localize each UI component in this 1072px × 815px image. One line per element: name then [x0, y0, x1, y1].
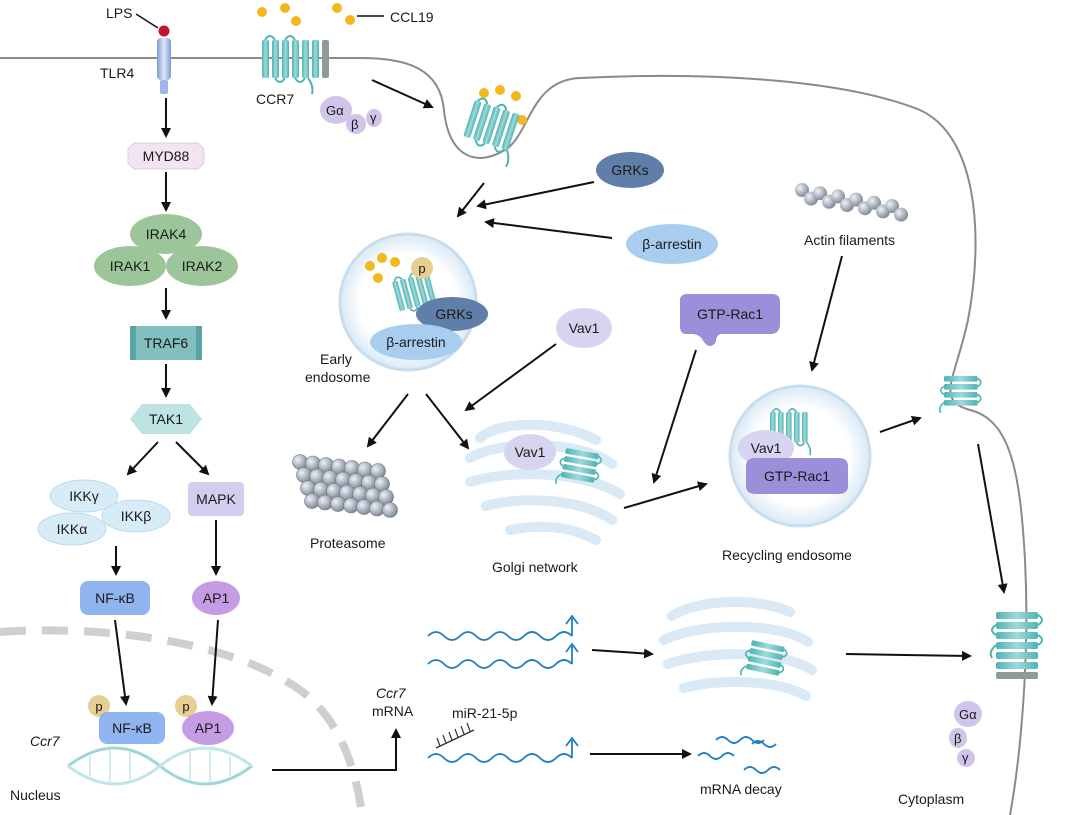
- nuclear-envelope: [0, 626, 366, 815]
- vav1-free: Vav1: [556, 308, 612, 348]
- actin-filaments: [795, 183, 908, 222]
- grks-free: GRKs: [596, 152, 664, 188]
- ikkg-label: IKKγ: [69, 488, 99, 504]
- recycled-receptor: [938, 375, 982, 414]
- lps-label: LPS: [106, 5, 132, 21]
- tlr4-label: TLR4: [100, 65, 134, 81]
- golgi-translation: [659, 597, 817, 701]
- ccl19-label: CCL19: [390, 9, 434, 25]
- ap1-nuclear: p AP1: [175, 695, 234, 745]
- irak-complex: IRAK4 IRAK1 IRAK2: [94, 214, 238, 286]
- irak2-label: IRAK2: [182, 258, 223, 274]
- g-protein-surface: Gα β γ: [949, 701, 982, 767]
- svg-text:γ: γ: [370, 110, 377, 125]
- irak4-label: IRAK4: [146, 226, 187, 242]
- ccr7-mrna-strands: [427, 614, 579, 763]
- arrow-transcription: [272, 728, 401, 771]
- svg-text:NF-κB: NF-κB: [95, 590, 135, 606]
- decayed-mrna: [697, 736, 781, 774]
- golgi-label: Golgi network: [492, 559, 579, 575]
- svg-text:p: p: [418, 261, 425, 276]
- svg-text:Vav1: Vav1: [569, 320, 600, 336]
- svg-text:NF-κB: NF-κB: [112, 720, 152, 736]
- svg-text:AP1: AP1: [195, 720, 222, 736]
- golgi-network: Vav1: [465, 419, 625, 545]
- ap1-cytoplasm: AP1: [192, 581, 240, 615]
- nfkb-nuclear: p NF-κB: [88, 695, 165, 744]
- dna-helix: [67, 746, 253, 786]
- ccr7-membrane-receptor: [261, 35, 329, 95]
- lps-dot: [158, 25, 170, 37]
- irak1-label: IRAK1: [110, 258, 151, 274]
- early-endosome-label-1: Early: [320, 351, 352, 367]
- plasma-membrane: [0, 57, 1028, 815]
- svg-text:β: β: [351, 117, 358, 132]
- svg-text:AP1: AP1: [203, 590, 230, 606]
- svg-text:p: p: [182, 699, 189, 714]
- early-endosome: p GRKs β-arrestin: [338, 232, 488, 372]
- mir-label: miR-21-5p: [452, 705, 518, 721]
- nfkb-cytoplasm: NF-κB: [80, 581, 150, 615]
- recycling-label: Recycling endosome: [722, 547, 852, 563]
- mir-21-5p: [435, 722, 475, 749]
- vav1-recycling-label: Vav1: [751, 440, 782, 456]
- svg-text:TAK1: TAK1: [149, 411, 183, 427]
- actin-label: Actin filaments: [804, 232, 895, 248]
- svg-text:TRAF6: TRAF6: [144, 335, 189, 351]
- svg-text:Gα: Gα: [326, 103, 344, 118]
- svg-text:Gα: Gα: [959, 707, 977, 722]
- nucleus-label: Nucleus: [10, 787, 61, 803]
- mrna-decay-label: mRNA decay: [700, 781, 782, 797]
- svg-text:GTP-Rac1: GTP-Rac1: [697, 306, 763, 322]
- recycling-endosome: Vav1 GTP-Rac1: [728, 384, 872, 528]
- ccr7-mrna-label-2: mRNA: [372, 703, 414, 719]
- svg-text:p: p: [95, 699, 102, 714]
- barrestin-endosome-label: β-arrestin: [386, 334, 445, 350]
- g-protein-membrane: Gα β γ: [320, 96, 382, 134]
- ccr7-gene-label: Ccr7: [30, 733, 61, 749]
- ikkb-label: IKKβ: [121, 508, 152, 524]
- barrestin-free: β-arrestin: [626, 224, 718, 264]
- lps-pointer: [135, 13, 159, 29]
- svg-text:γ: γ: [962, 750, 969, 765]
- arrow-ccr7-internalize: [371, 79, 434, 109]
- tak1-node: TAK1: [130, 404, 202, 434]
- ccr7-surface-receptor: [989, 611, 1043, 679]
- proteasome: [292, 454, 398, 518]
- gtp-rac1-recycling-label: GTP-Rac1: [764, 468, 830, 484]
- ccr7-label: CCR7: [256, 91, 294, 107]
- cytoplasm-label: Cytoplasm: [898, 791, 964, 807]
- svg-text:MYD88: MYD88: [143, 148, 190, 164]
- mapk-node: MAPK: [188, 482, 244, 516]
- svg-text:β: β: [954, 731, 961, 746]
- ccl19-ligands: [257, 3, 355, 26]
- proteasome-label: Proteasome: [310, 535, 386, 551]
- vav1-golgi-label: Vav1: [515, 444, 546, 460]
- traf6-node: TRAF6: [130, 326, 202, 360]
- gtp-rac1-free: GTP-Rac1: [680, 294, 780, 346]
- early-endosome-label-2: endosome: [305, 369, 371, 385]
- svg-text:GRKs: GRKs: [611, 162, 648, 178]
- ikka-label: IKKα: [57, 521, 88, 537]
- myd88-node: MYD88: [127, 142, 205, 170]
- ikk-complex: IKKγ IKKα IKKβ: [37, 479, 171, 546]
- grks-endosome-label: GRKs: [435, 306, 472, 322]
- svg-text:β-arrestin: β-arrestin: [642, 236, 701, 252]
- svg-text:MAPK: MAPK: [196, 491, 236, 507]
- tlr4-receptor: [157, 38, 171, 80]
- ccr7-mrna-label-1: Ccr7: [376, 685, 407, 701]
